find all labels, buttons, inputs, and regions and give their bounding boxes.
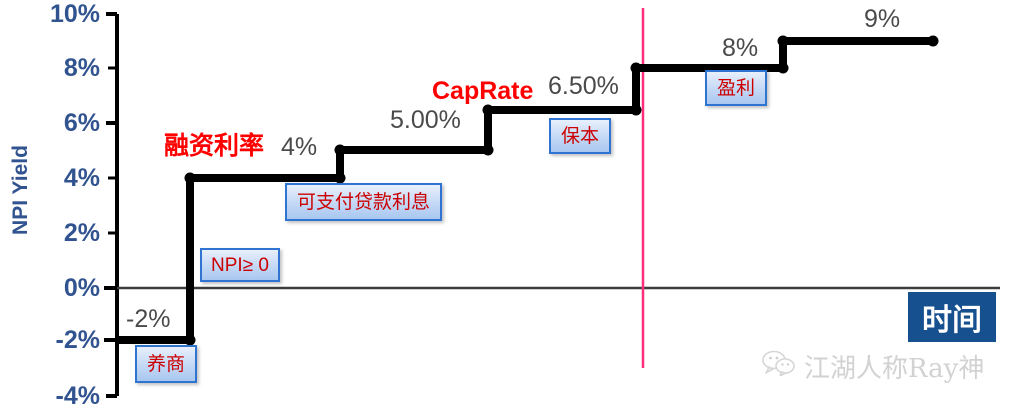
value-label-8: 8% [722,34,759,62]
value-label-9: 9% [864,5,901,33]
phase-title-financing-rate: 融资利率 [164,132,265,160]
value-label-4: 4% [281,133,318,161]
y-axis-tick-labels: 10% 8% 6% 4% 2% 0% -2% -4% [0,0,100,411]
callout-养商[interactable]: 养商 [135,345,197,383]
y-tick-label: 8% [63,54,100,82]
phase-title-caprate: CapRate [432,77,534,105]
callout-可支付贷款利息[interactable]: 可支付贷款利息 [285,183,442,221]
y-tick-label: 6% [63,109,100,137]
x-axis-label: 时间 [908,292,996,342]
value-label-65: 6.50% [548,72,619,100]
step-line-series [119,35,939,346]
y-tick-label: -4% [55,382,100,410]
callout-保本[interactable]: 保本 [549,118,611,154]
watermark: 江湖人称Ray神 [762,348,984,385]
y-tick-label: 0% [63,274,100,302]
callout-npi-ge-0[interactable]: NPI≥ 0 [200,248,280,282]
value-label-minus2: -2% [126,305,171,333]
y-tick-label: -2% [55,326,100,354]
y-axis-spine [104,12,119,398]
watermark-text: 江湖人称Ray神 [804,354,985,384]
value-label-5: 5.00% [390,106,461,134]
y-tick-label: 10% [49,0,100,28]
wechat-icon [762,350,796,383]
y-tick-label: 4% [63,164,100,192]
y-axis-title: NPI Yield [9,145,32,235]
y-tick-label: 2% [63,219,100,247]
callout-盈利[interactable]: 盈利 [705,70,767,106]
